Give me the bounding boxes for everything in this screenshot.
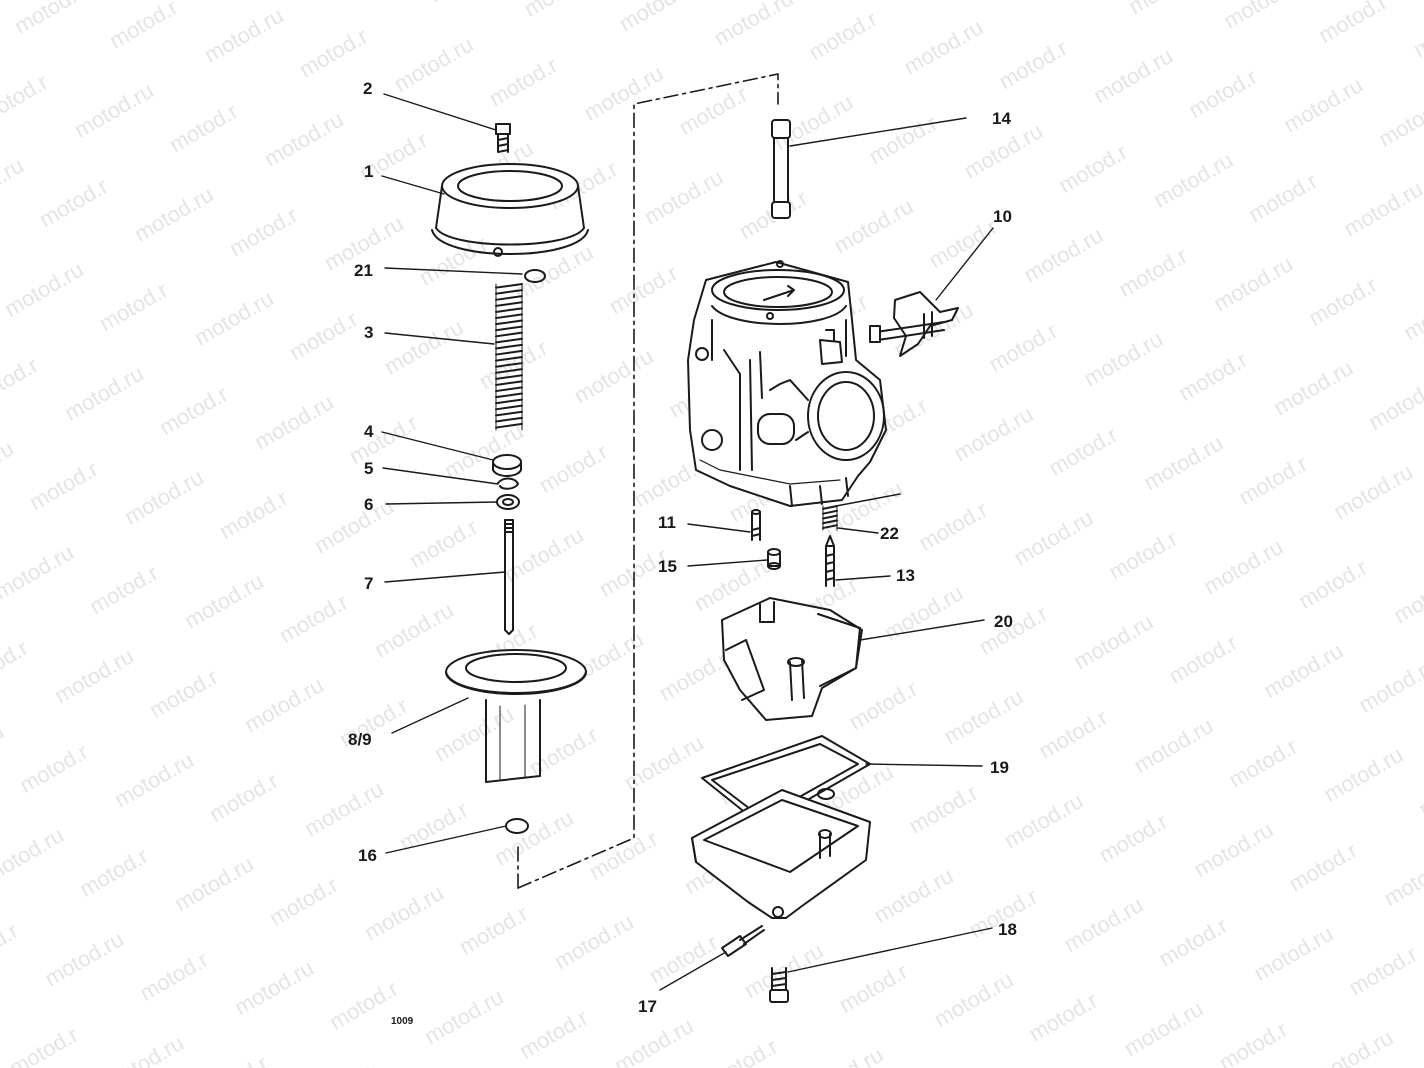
spring-coil <box>495 356 523 362</box>
leader-lines <box>381 93 994 991</box>
callout-21: 22 <box>880 524 899 543</box>
part-choke-plunger-10 <box>869 291 959 357</box>
spring-outline <box>495 283 523 431</box>
spring-coil <box>495 416 523 423</box>
part-tube-13 <box>771 119 791 219</box>
part-plug-14 <box>767 548 781 570</box>
callout-19: 20 <box>994 612 1013 631</box>
callout-2: 2 <box>363 79 373 98</box>
spring-outline <box>822 505 838 531</box>
part-top-cap-1 <box>431 163 589 257</box>
part-spring-seat-4 <box>492 454 522 477</box>
spring-coil <box>495 289 523 295</box>
spring-coil <box>495 337 523 344</box>
callout-11: 11 <box>658 513 676 532</box>
part-spring-21-22 <box>822 505 838 531</box>
spring-coil <box>822 509 838 515</box>
spring-coil <box>495 343 523 350</box>
spring-coil <box>822 524 838 530</box>
callout-14: 15 <box>658 557 677 576</box>
part-float-bowl <box>691 789 871 919</box>
part-washer-6 <box>496 494 520 510</box>
part-spring-3 <box>495 283 523 431</box>
callout-8-9: 8/9 <box>348 730 372 749</box>
spring-coil <box>495 404 523 411</box>
part-needle-jet-12 <box>825 535 835 587</box>
spring-coil <box>495 386 523 393</box>
spring-coil <box>495 398 523 405</box>
callout-12: 13 <box>896 566 915 585</box>
spring-coil <box>495 380 523 386</box>
figure-reference-number: 1009 <box>391 1016 414 1027</box>
part-screw-17 <box>769 967 789 1003</box>
part-screw-2 <box>495 123 511 153</box>
spring-coil <box>822 505 838 510</box>
callout-5: 5 <box>364 459 374 478</box>
callout-7: 7 <box>364 574 374 593</box>
spring-coil <box>495 319 523 326</box>
part-o-ring-15 <box>505 818 529 834</box>
callout-16: 17 <box>638 997 657 1016</box>
spring-coil <box>495 374 523 380</box>
callout-18: 19 <box>990 758 1009 777</box>
assembly-boundary-line <box>517 73 779 889</box>
spring-coil <box>495 368 523 374</box>
spring-coil <box>495 331 523 338</box>
spring-coil <box>822 514 838 520</box>
part-float-19 <box>721 597 863 721</box>
callout-20: 21 <box>354 261 373 280</box>
spring-coil <box>495 392 523 399</box>
callout-17: 18 <box>998 920 1017 939</box>
spring-coil <box>495 295 523 301</box>
callout-4: 4 <box>364 422 374 441</box>
spring-coil <box>822 519 838 525</box>
part-diaphragm-slide-8-9 <box>445 649 587 783</box>
spring-coil <box>495 325 523 332</box>
part-o-ring-20 <box>524 269 546 283</box>
part-drain-screw-16 <box>721 925 765 957</box>
spring-coil <box>495 313 523 320</box>
part-clip-5 <box>497 477 519 490</box>
spring-coil <box>495 349 523 356</box>
part-jet-11 <box>751 509 761 541</box>
callout-13: 14 <box>992 109 1011 128</box>
spring-coil <box>495 410 523 417</box>
part-carburettor-body <box>687 260 887 507</box>
spring-coil <box>495 301 523 307</box>
spring-coil <box>495 422 523 429</box>
callout-3: 3 <box>364 323 374 342</box>
callout-10: 10 <box>993 207 1012 226</box>
callout-15: 16 <box>358 846 377 865</box>
spring-coil <box>495 362 523 368</box>
part-needle-7 <box>504 519 514 635</box>
callout-1: 1 <box>364 162 374 181</box>
spring-coil <box>495 283 523 289</box>
spring-coil <box>495 307 523 313</box>
callout-6: 6 <box>364 495 374 514</box>
